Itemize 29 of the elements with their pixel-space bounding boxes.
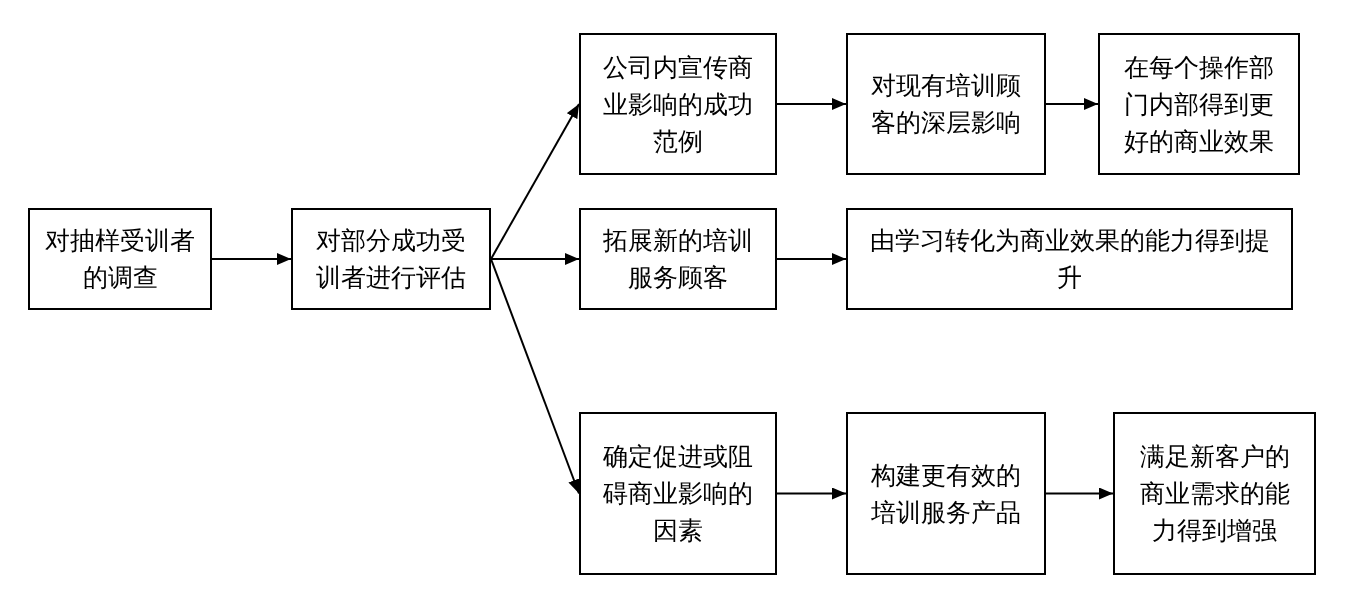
- arrow: [1045, 98, 1099, 110]
- box-label: 拓展新的培训服务顾客: [602, 225, 754, 294]
- process-box: [1113, 412, 1316, 575]
- box-label: 公司内宣传商业影响的成功范例: [602, 51, 754, 158]
- arrow: [490, 103, 580, 260]
- process-box: [291, 208, 491, 310]
- arrow: [776, 253, 847, 265]
- process-box: [579, 208, 777, 310]
- process-box: [846, 33, 1046, 175]
- box-label: 确定促进或阻碍商业影响的因素: [602, 441, 754, 547]
- process-box: [846, 208, 1293, 310]
- box-label: 对部分成功受训者进行评估: [315, 225, 467, 294]
- process-box: [579, 412, 777, 575]
- process-box: [1098, 33, 1300, 175]
- box-label: 对现有培训顾客的深层影响: [870, 70, 1022, 139]
- box-label: 构建更有效的培训服务产品: [870, 459, 1022, 529]
- box-label: 在每个操作部门内部得到更好的商业效果: [1123, 51, 1275, 158]
- process-box: [846, 412, 1046, 575]
- arrow: [490, 253, 580, 265]
- arrow: [776, 487, 847, 500]
- arrow: [490, 258, 580, 495]
- box-label: 对抽样受训者的调查: [44, 225, 196, 294]
- process-box: [28, 208, 212, 310]
- box-label: 由学习转化为商业效果的能力得到提升: [869, 225, 1270, 294]
- process-box: [579, 33, 777, 175]
- arrow: [776, 98, 847, 110]
- arrow: [1045, 487, 1114, 500]
- box-label: 满足新客户的商业需求的能力得到增强: [1138, 441, 1291, 547]
- arrow: [211, 253, 292, 265]
